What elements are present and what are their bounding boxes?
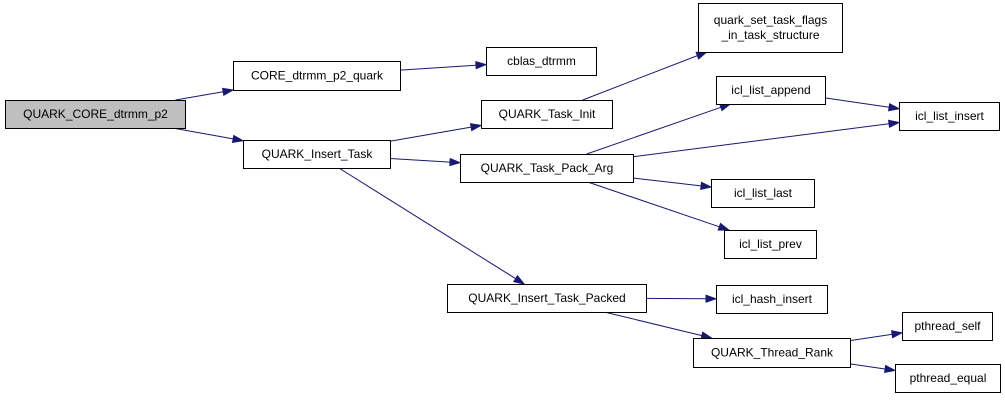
edge-line [632, 177, 702, 187]
arrowhead-icon [717, 222, 731, 231]
arrowhead-icon [449, 157, 462, 167]
node-label: QUARK_Task_Pack_Arg [481, 161, 614, 175]
nodes-layer: QUARK_CORE_dtrmm_p2 CORE_dtrmm_p2_quark cb… [5, 3, 1001, 393]
node-box[interactable] [724, 230, 817, 259]
edge-line [389, 126, 472, 142]
node-label: icl_list_insert [915, 109, 984, 123]
edge-line [587, 181, 720, 228]
edge-line [172, 127, 234, 140]
edge-qitp-to-qtr [604, 311, 714, 340]
arrowhead-icon [513, 274, 526, 285]
edge-core-to-cblas [399, 61, 488, 71]
node-label: QUARK_CORE_dtrmm_p2 [23, 107, 168, 121]
node-label: icl_hash_insert [732, 292, 813, 306]
node-label: QUARK_Insert_Task [262, 147, 374, 161]
node-label: cblas_dtrmm [507, 54, 576, 68]
edge-ila-to-ili [824, 97, 901, 112]
node-box[interactable] [698, 3, 843, 53]
node-quark-task-init[interactable]: QUARK_Task_Init [481, 100, 613, 129]
edge-line [849, 333, 893, 342]
node-quark-core-dtrmm-p2[interactable]: QUARK_CORE_dtrmm_p2 [5, 100, 186, 129]
edge-line [604, 311, 703, 337]
node-label: icl_list_prev [739, 237, 802, 251]
node-box[interactable] [895, 364, 1001, 393]
node-box[interactable] [460, 154, 634, 183]
arrowhead-icon [231, 134, 245, 144]
edge-qitp-to-ihi [645, 294, 718, 303]
arrowhead-icon [475, 61, 488, 70]
edge-qtpa-to-ilp [587, 181, 731, 231]
node-box[interactable] [233, 61, 401, 91]
node-label: quark_set_task_flags [714, 13, 827, 27]
node-box[interactable] [716, 76, 826, 105]
node-box[interactable] [716, 285, 828, 314]
edge-qtpa-to-ill [632, 177, 713, 191]
arrowhead-icon [888, 103, 901, 112]
arrowhead-icon [700, 181, 713, 191]
node-label: pthread_self [914, 319, 981, 333]
edge-line [824, 97, 890, 108]
arrowhead-icon [888, 119, 901, 128]
arrowhead-icon [705, 294, 718, 303]
arrowhead-icon [884, 364, 897, 374]
node-box[interactable] [486, 47, 597, 76]
node-pthread-equal[interactable]: pthread_equal [895, 364, 1001, 393]
node-pthread-self[interactable]: pthread_self [902, 312, 993, 341]
arrowhead-icon [695, 51, 709, 60]
node-icl-list-insert[interactable]: icl_list_insert [899, 102, 1000, 131]
node-label: QUARK_Task_Init [499, 107, 596, 121]
node-cblas-dtrmm[interactable]: cblas_dtrmm [486, 47, 597, 76]
edge-line [849, 363, 886, 370]
node-quark-insert-task-packed[interactable]: QUARK_Insert_Task_Packed [447, 284, 647, 313]
node-core-dtrmm-p2-quark[interactable]: CORE_dtrmm_p2_quark [233, 61, 401, 91]
node-box[interactable] [711, 179, 815, 208]
node-box[interactable] [693, 338, 851, 368]
edge-qtpa-to-ili [632, 119, 901, 158]
arrowhead-icon [891, 330, 904, 339]
node-icl-hash-insert[interactable]: icl_hash_insert [716, 285, 828, 314]
edge-qti-to-qstf [582, 51, 709, 101]
node-icl-list-last[interactable]: icl_list_last [711, 179, 815, 208]
edge-qit-to-qtpa [389, 157, 462, 167]
edge-line [175, 91, 224, 101]
edge-qtr-to-pts [849, 330, 904, 342]
edge-line [632, 123, 890, 158]
edges-layer [172, 51, 904, 374]
edge-line [582, 55, 698, 101]
node-box[interactable] [481, 100, 613, 129]
edge-qit-to-qti [389, 123, 483, 142]
edge-line [399, 64, 477, 71]
node-label: QUARK_Thread_Rank [711, 346, 834, 360]
node-quark-insert-task[interactable]: QUARK_Insert_Task [243, 140, 391, 169]
edge-root-to-core [175, 87, 235, 101]
edge-qtr-to-pte [849, 363, 897, 374]
node-label: pthread_equal [910, 371, 987, 385]
node-quark-set-task-flags[interactable]: quark_set_task_flags_in_task_structure [698, 3, 843, 53]
arrowhead-icon [469, 123, 483, 132]
edge-line [389, 158, 451, 163]
arrowhead-icon [700, 331, 714, 340]
node-box[interactable] [5, 100, 186, 129]
node-quark-task-pack-arg[interactable]: QUARK_Task_Pack_Arg [460, 154, 634, 183]
edge-qtpa-to-ila [586, 103, 732, 155]
node-label: QUARK_Insert_Task_Packed [468, 291, 625, 305]
node-label: icl_list_append [731, 83, 810, 97]
edge-line [338, 167, 516, 280]
edge-qit-to-qitp [338, 167, 526, 285]
node-icl-list-prev[interactable]: icl_list_prev [724, 230, 817, 259]
node-box[interactable] [902, 312, 993, 341]
node-label: icl_list_last [734, 186, 793, 200]
node-icl-list-append[interactable]: icl_list_append [716, 76, 826, 105]
node-label: CORE_dtrmm_p2_quark [251, 69, 384, 83]
arrowhead-icon [221, 87, 235, 96]
node-label: _in_task_structure [720, 28, 819, 42]
node-box[interactable] [899, 102, 1000, 131]
node-quark-thread-rank[interactable]: QUARK_Thread_Rank [693, 338, 851, 368]
node-box[interactable] [243, 140, 391, 169]
node-box[interactable] [447, 284, 647, 313]
edge-line [586, 106, 722, 155]
edge-root-to-qit [172, 127, 245, 144]
